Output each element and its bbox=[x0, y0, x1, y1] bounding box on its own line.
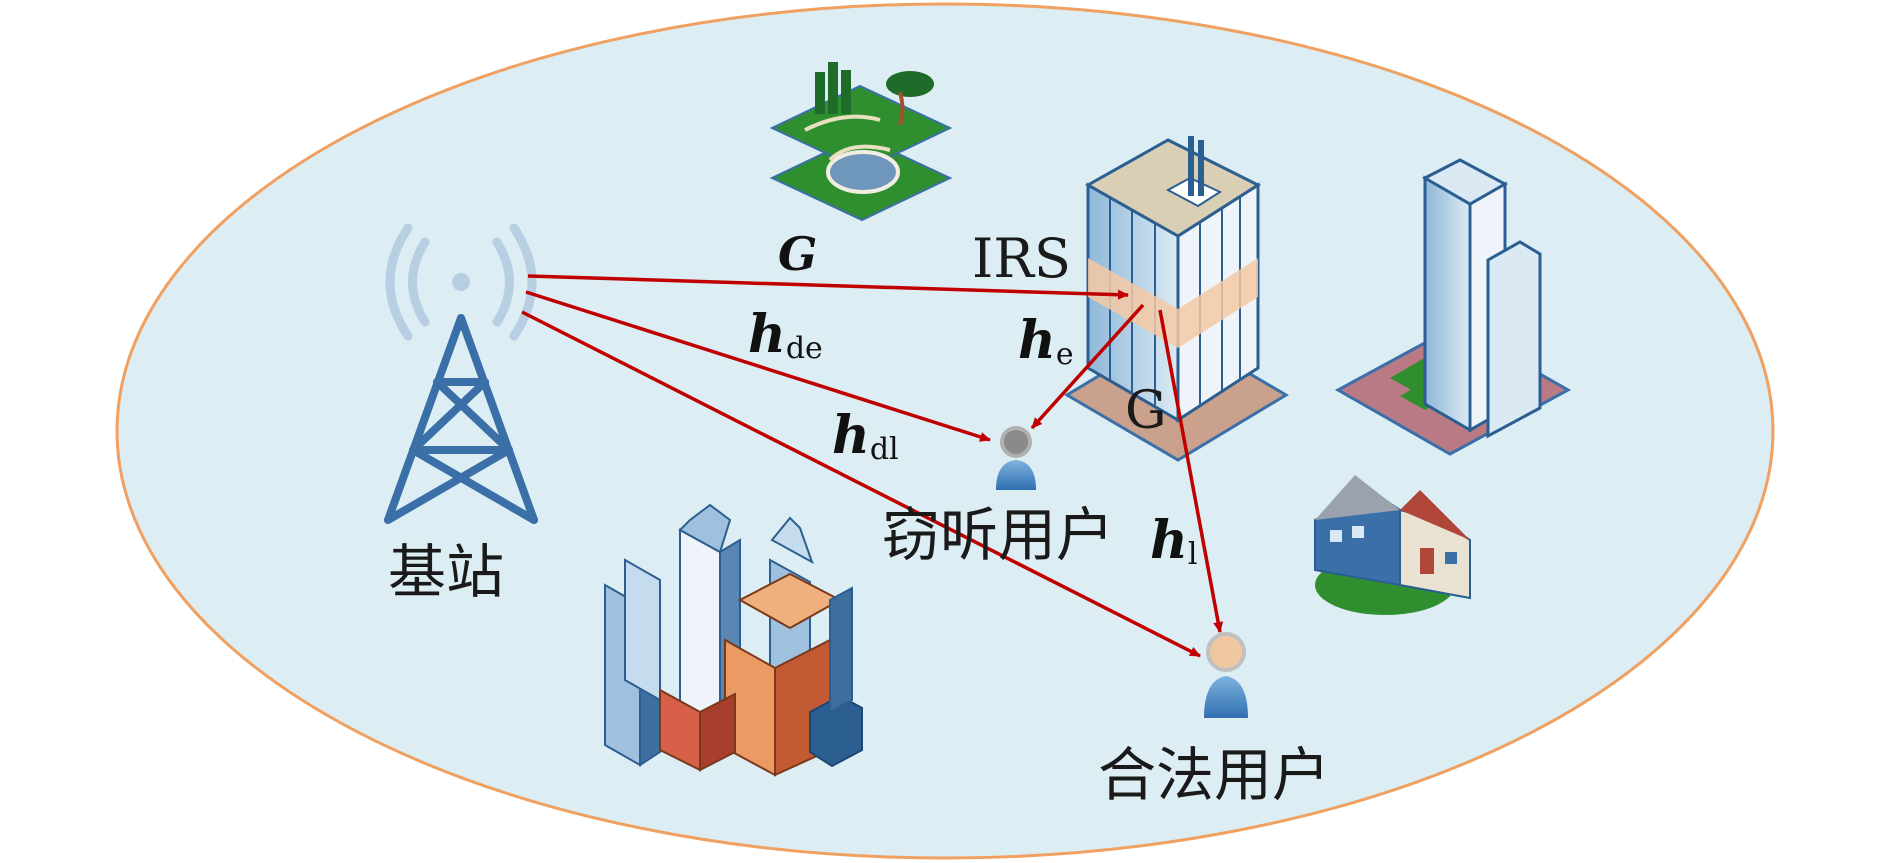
house-icon bbox=[1314, 475, 1471, 615]
channel-G-bold: G bbox=[778, 227, 817, 281]
park-icon bbox=[769, 62, 953, 222]
arrow-h-l bbox=[1158, 309, 1224, 633]
arrow-h-de bbox=[525, 290, 991, 442]
office-tower-icon bbox=[1334, 158, 1572, 456]
channel-h-e: he bbox=[1018, 310, 1074, 372]
irs-panel bbox=[1088, 258, 1178, 348]
base-station-label: 基站 bbox=[388, 538, 504, 606]
channel-h-dl: hdl bbox=[832, 405, 899, 467]
channel-h-de: hde bbox=[748, 304, 823, 366]
legit-user-icon bbox=[1204, 632, 1248, 718]
tower-icon bbox=[384, 223, 538, 524]
channel-arrows bbox=[521, 274, 1224, 658]
channel-h-l: hl bbox=[1150, 510, 1197, 572]
arrow-h-e bbox=[1030, 303, 1145, 430]
coverage-region bbox=[115, 2, 1775, 860]
eavesdropper-label: 窃听用户 bbox=[882, 501, 1114, 569]
channel-G-plain: G bbox=[1125, 381, 1167, 441]
arrow-G bbox=[527, 274, 1129, 300]
city-icon bbox=[604, 503, 863, 777]
eavesdropper-user-icon bbox=[996, 426, 1036, 490]
irs-label: IRS bbox=[972, 227, 1071, 290]
skyscraper-irs-icon bbox=[1064, 136, 1289, 462]
arrow-h-dl bbox=[521, 310, 1201, 658]
legit-user-label: 合法用户 bbox=[1098, 741, 1330, 809]
